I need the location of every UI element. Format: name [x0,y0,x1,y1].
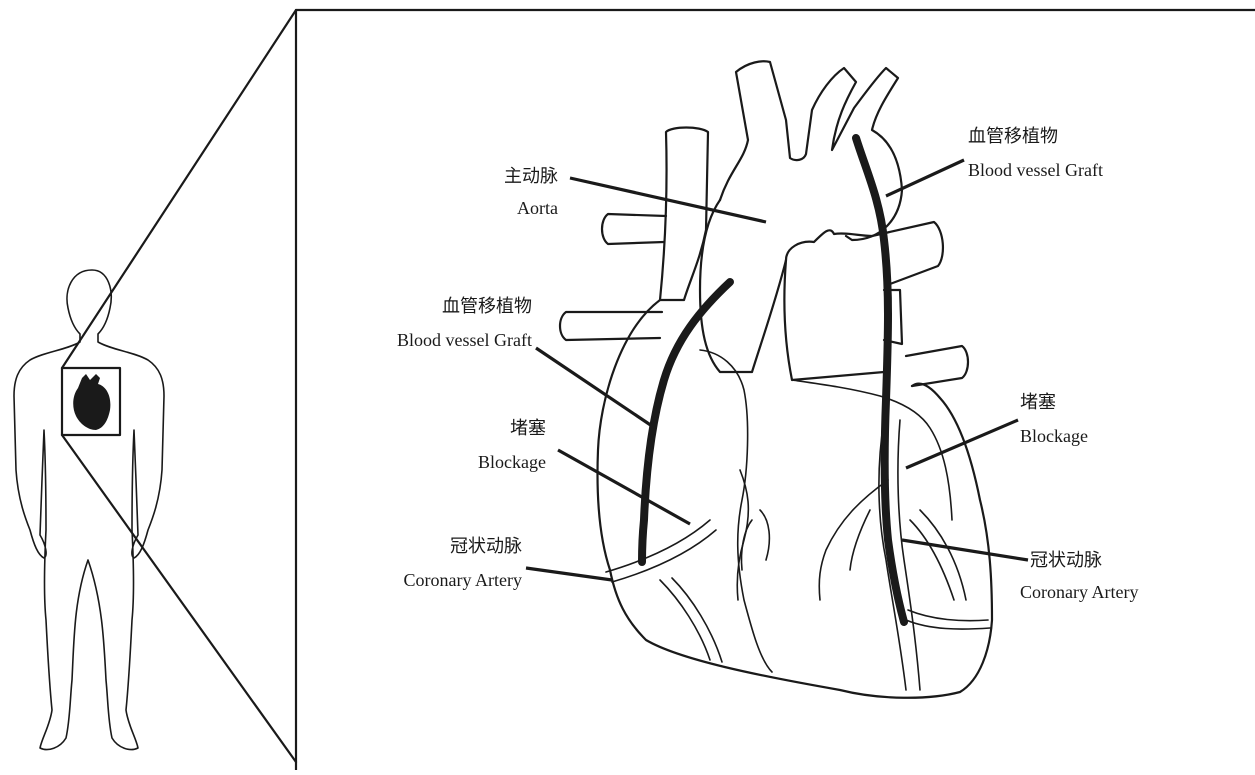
right-lower-artery-band [906,610,990,629]
pulmonary-artery [784,222,943,380]
blockage-left-label-en: Blockage [478,452,546,472]
label-group: 主动脉 Aorta 血管移植物 Blood vessel Graft 血管移植物… [397,126,1138,602]
aorta-label-en: Aorta [517,198,558,218]
small-heart-silhouette [73,374,110,430]
zoom-box [62,368,120,435]
graft-left-label-zh: 血管移植物 [442,296,532,316]
human-body-outline [14,270,164,750]
left-coronary-branch-b [760,510,769,560]
leader-aorta [570,178,766,222]
interventricular-groove-parallel [898,420,920,690]
right-coronary-branch-b [850,510,870,570]
left-coronary-branch-a [737,470,748,600]
blockage-right-label-zh: 堵塞 [1020,392,1056,412]
aorta-trunk [700,200,786,372]
aortic-arch [720,61,902,240]
right-coronary-branch-a [819,480,888,600]
left-lower-artery [660,578,722,662]
coronary-left-label-zh: 冠状动脉 [450,536,522,556]
pulmonary-vein-upper-left [602,214,666,244]
graft-left-label-en: Blood vessel Graft [397,330,532,350]
leader-coronary-right [902,540,1028,560]
left-coronary-artery-band [606,520,716,582]
leader-coronary-left [526,568,612,580]
right-coronary-branch-c [910,520,954,600]
human-figure [14,270,164,750]
right-coronary-branch-d [920,510,966,600]
graft-right-label-en: Blood vessel Graft [968,160,1103,180]
pulmonary-vein-lower-left [560,312,662,340]
leader-blockage-left [558,450,690,524]
aorta-label-zh: 主动脉 [504,166,558,186]
leader-lines [526,160,1028,580]
left-coronary-branch-c [741,520,752,570]
blockage-left-label-zh: 堵塞 [510,418,546,438]
pulmonary-vein-lower-right [906,346,968,386]
blockage-right-label-en: Blockage [1020,426,1088,446]
coronary-right-label-zh: 冠状动脉 [1030,550,1102,570]
coronary-left-label-en: Coronary Artery [404,570,522,590]
coronary-right-label-en: Coronary Artery [1020,582,1138,602]
projection-line-top [62,10,296,368]
heart-illustration [560,61,992,697]
projection-line-bottom [62,435,296,762]
ventricle-border [792,380,952,520]
graft-right-label-zh: 血管移植物 [968,126,1058,146]
leader-graft-left [536,348,652,426]
leader-blockage-right [906,420,1018,468]
detail-panel-border [296,10,1255,770]
heart-body-outline [598,300,993,698]
